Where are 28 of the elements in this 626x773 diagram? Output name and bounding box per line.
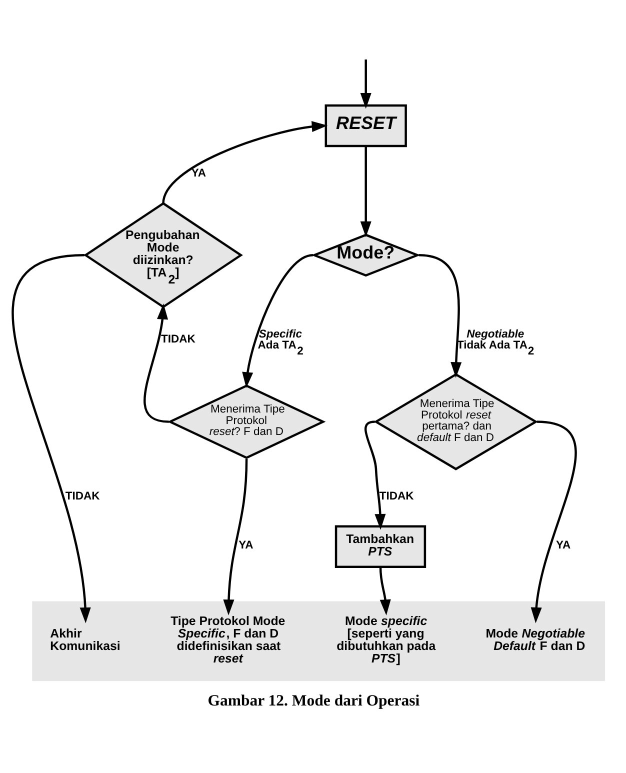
arrow (364, 420, 386, 530)
arrow (12, 254, 91, 623)
edge-label: YA (238, 538, 254, 551)
arrow (418, 254, 462, 378)
node-box: Tambahkan PTS (334, 524, 426, 568)
edge-label: TIDAK (161, 332, 196, 345)
arrow (379, 566, 391, 615)
node-diamond: Menerima Tipe Protokol reset pertama? dan default F dan D (374, 372, 538, 470)
arrow (360, 59, 372, 108)
edge-label: YA (191, 166, 206, 179)
arrow (223, 458, 248, 615)
node-diamond: Menerima Tipe Protokol reset? F dan D (167, 384, 326, 458)
arrow (360, 145, 372, 237)
edge-label: TIDAK (379, 490, 414, 502)
node-text: Mode Negotiable Default F dan D (486, 626, 586, 652)
edge-label: TIDAK (65, 490, 100, 502)
arrow (162, 120, 328, 204)
edge-label: YA (556, 538, 571, 551)
arrow (242, 254, 314, 388)
cluster (32, 600, 606, 681)
caption: Gambar 12. Mode dari Operasi (208, 692, 420, 710)
node-text: Mode specific [seperti yang dibutuhkan pada PTS] (336, 614, 436, 665)
arrow (530, 420, 577, 623)
node-box: RESET (324, 104, 407, 147)
node-text: Akhir Komunikasi (50, 626, 120, 652)
node-text: Tipe Protokol Mode Specific, F dan D didefinisikan saat reset (170, 614, 286, 665)
node-diamond: Mode? (311, 233, 421, 276)
arrow (144, 303, 169, 422)
